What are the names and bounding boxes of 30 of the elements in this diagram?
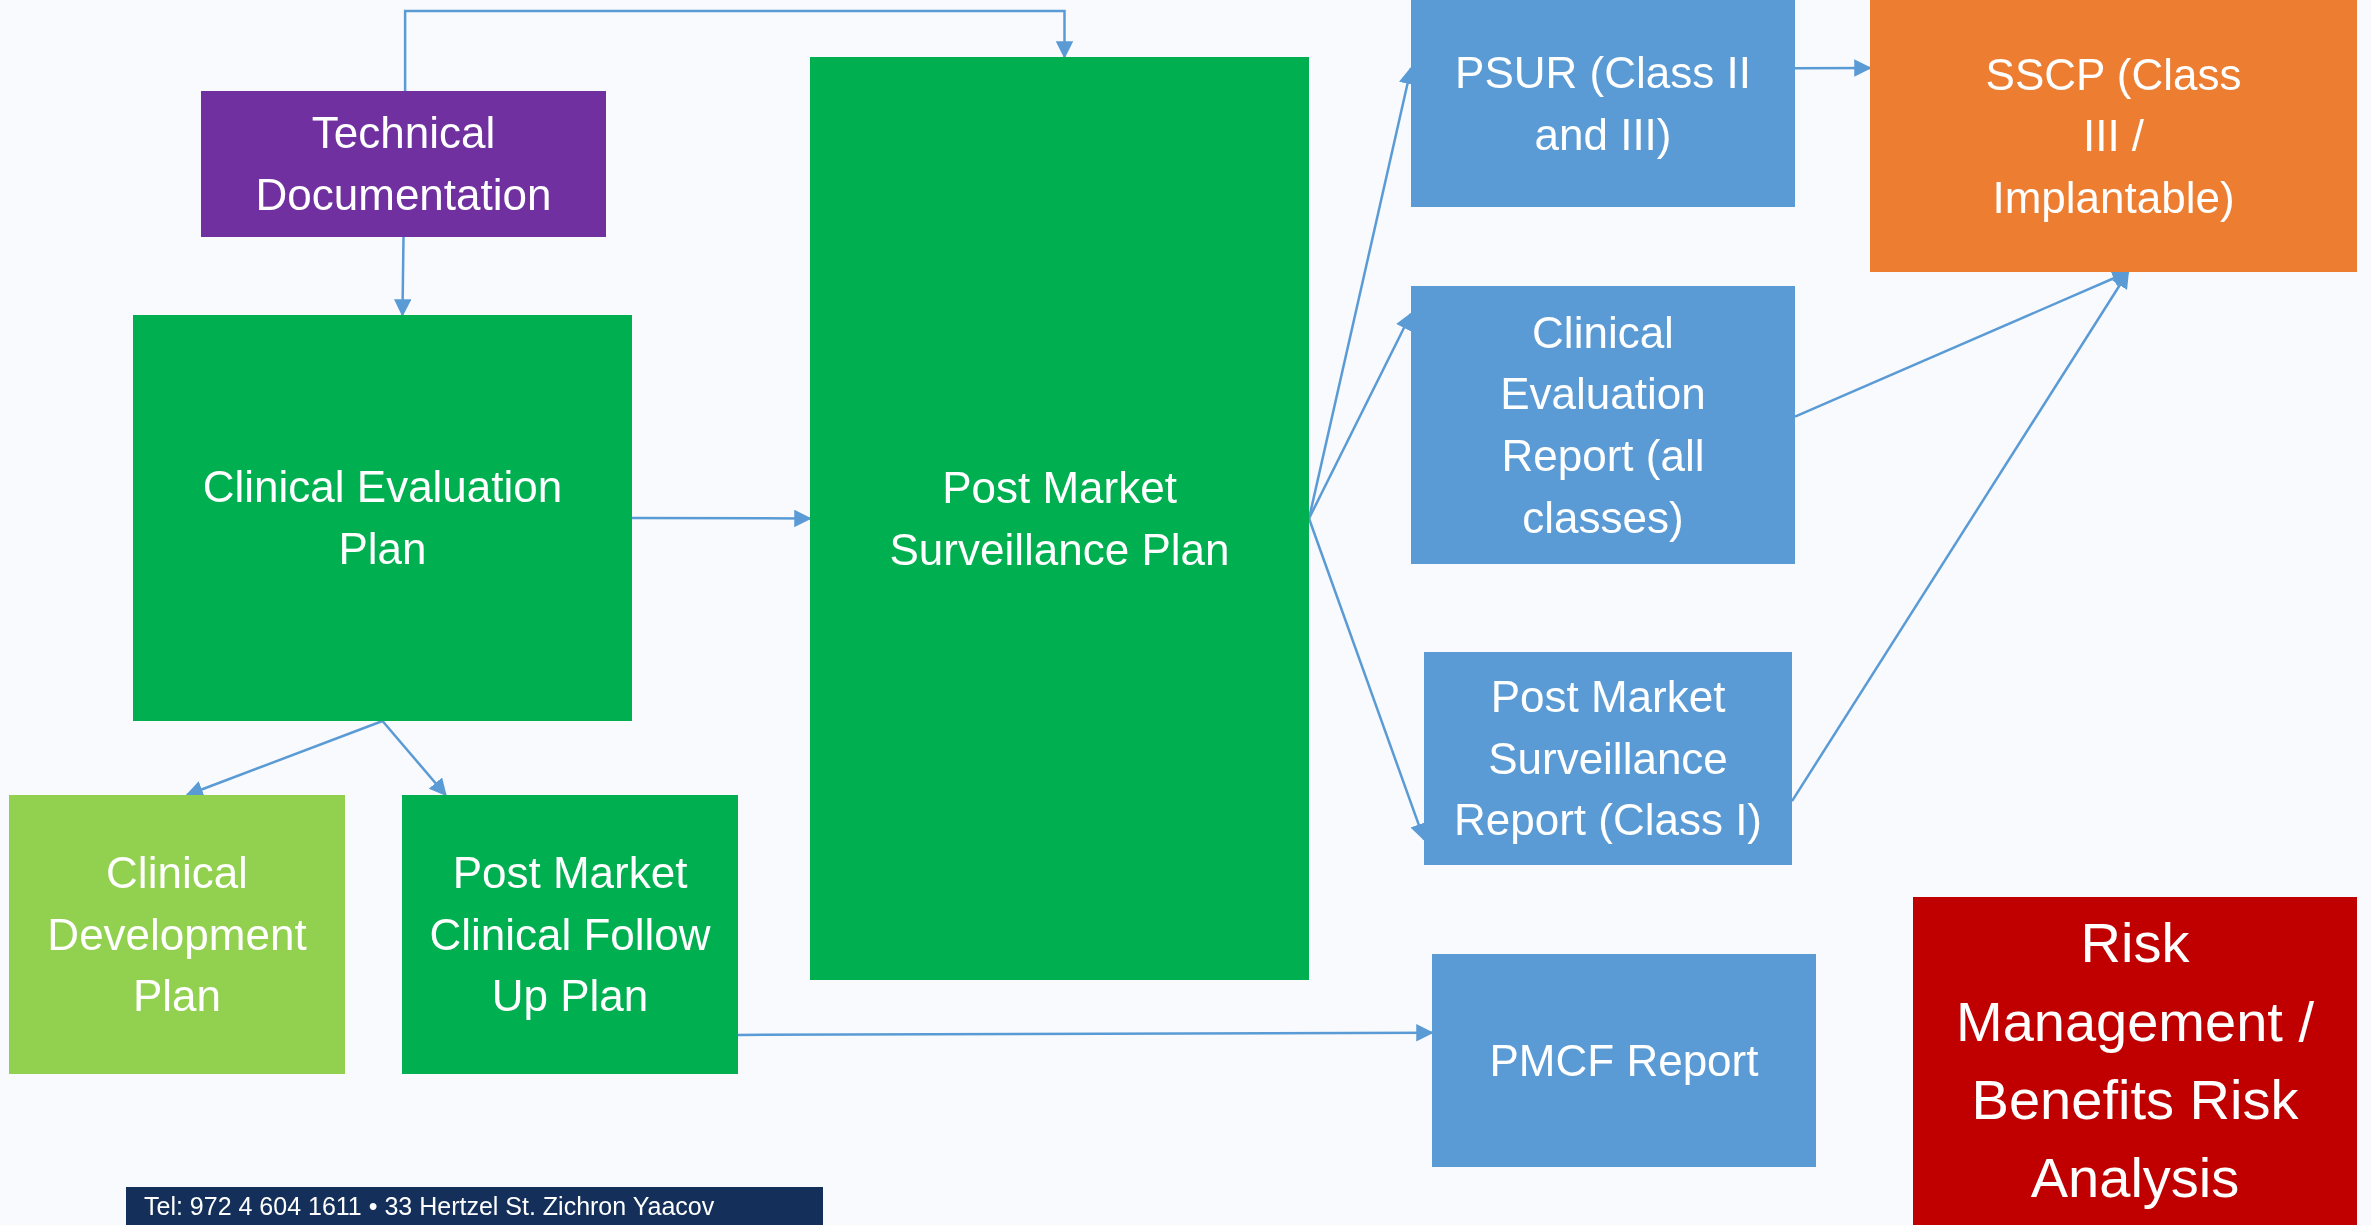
box-label: SSCP (Class III / Implantable): [1984, 48, 2243, 224]
process-box: [9, 795, 345, 1074]
process-box: [1424, 652, 1792, 865]
contact-info: Tel: 972 4 604 1611 • 33 Hertzel St. Zichron Yaacov: [126, 1187, 823, 1225]
process-box: [1411, 286, 1795, 564]
box-label: PSUR (Class II and III): [1454, 46, 1752, 161]
process-box: [1870, 0, 2357, 272]
arrow: [632, 509, 812, 528]
arrow: [1795, 59, 1872, 77]
arrow: [185, 719, 383, 798]
process-box: [1411, 0, 1795, 207]
process-box: [402, 795, 738, 1074]
process-box: [1432, 954, 1816, 1167]
arrow: [403, 9, 1074, 91]
process-box: [133, 315, 632, 721]
box-label: Clinical Evaluation Report (all classes): [1499, 306, 1707, 544]
process-box: [810, 57, 1309, 980]
process-box: [201, 91, 606, 237]
box-label: Post Market Surveillance Plan: [888, 461, 1231, 576]
box-label: Risk Management / Benefits Risk Analysis: [1955, 910, 2315, 1212]
box-label: Post Market Surveillance Report (Class I): [1452, 671, 1764, 847]
arrow: [381, 720, 447, 797]
box-label: PMCF Report: [1489, 1034, 1759, 1087]
box-label: Clinical Development Plan: [46, 847, 308, 1023]
box-label: Technical Documentation: [254, 107, 553, 221]
arrow: [393, 237, 412, 317]
process-box: [1913, 897, 2357, 1225]
box-label: Post Market Clinical Follow Up Plan: [428, 847, 712, 1023]
arrow: [738, 1024, 1434, 1042]
box-label: Clinical Evaluation Plan: [201, 461, 564, 575]
